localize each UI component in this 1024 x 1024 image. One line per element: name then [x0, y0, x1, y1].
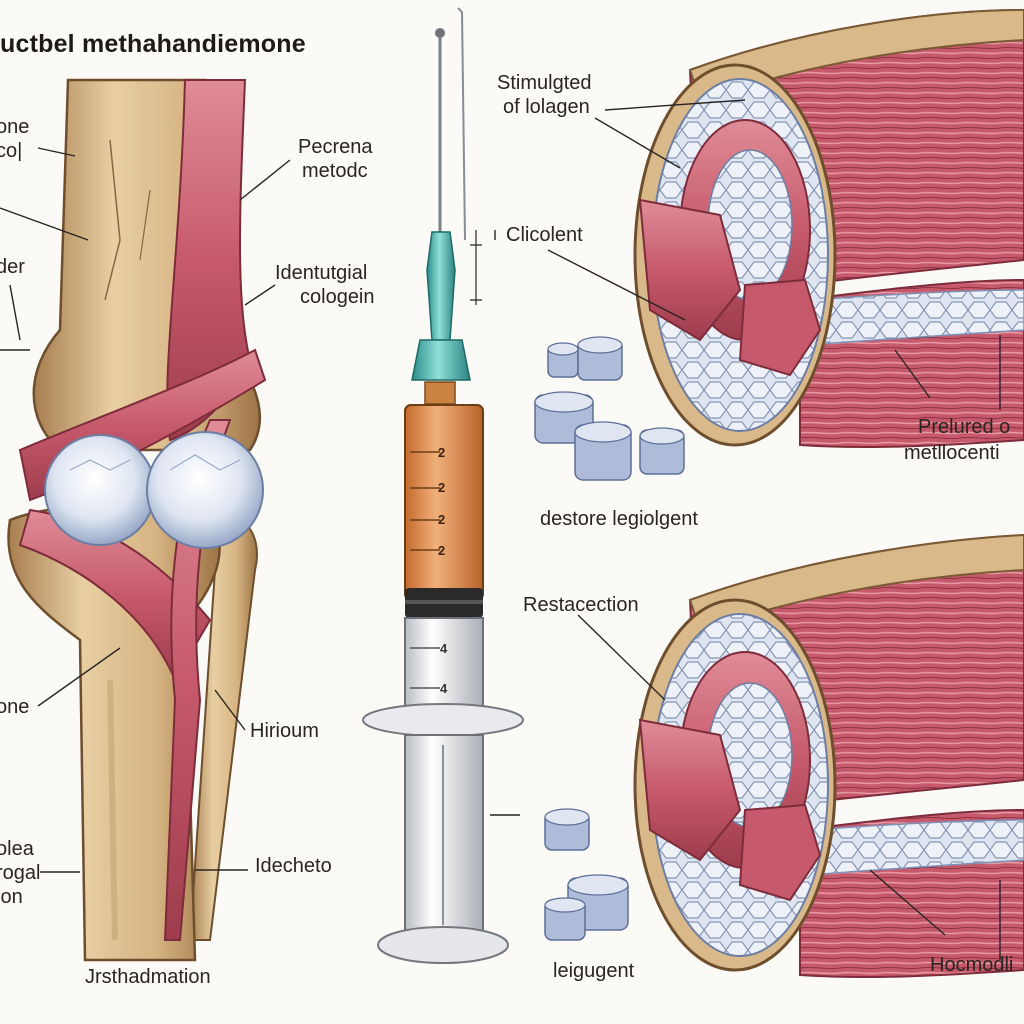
label-left-lower-2: rogal [0, 862, 41, 884]
label-left-lower-3: ion [0, 886, 23, 908]
tendon-cross-section-illustration [633, 8, 1024, 449]
label-left-lower-1: olea [0, 838, 34, 860]
label-left-mid: der [0, 256, 25, 278]
label-left-bottom: one [0, 696, 30, 718]
label-prelured-2: metllocenti [904, 442, 1000, 464]
label-hirioum: Hirioum [250, 720, 319, 742]
syringe-icon [362, 7, 524, 964]
right-leader-lines [490, 99, 1001, 960]
collagen-cube [544, 897, 586, 941]
collagen-cube-icon [534, 336, 685, 941]
label-left-top-1: one [0, 116, 30, 138]
collagen-cube [639, 427, 685, 475]
label-hocmodli: Hocmodli [930, 954, 1014, 976]
label-stimulgted-1: Stimulgted [497, 72, 592, 94]
cartilage-ball-left [44, 434, 156, 546]
page-title: uctbel methahandiemone [0, 30, 306, 58]
collagen-cube [547, 342, 579, 378]
label-idecheto: Idecheto [255, 855, 332, 877]
collagen-cube [574, 421, 632, 481]
syringe-mark-1: 2 [438, 445, 445, 460]
label-identutgial-1: Identutgial [275, 262, 368, 284]
label-pecrena-2: metodc [302, 160, 368, 182]
syringe-mark-4: 2 [438, 543, 445, 558]
label-prelured-1: Prelured o [918, 416, 1011, 438]
syringe-flange [362, 703, 524, 737]
needle-hub [426, 231, 456, 341]
plunger-thumb-rest [377, 926, 509, 964]
collagen-cube [544, 808, 590, 851]
syringe-barrel-mark-1: 4 [440, 641, 448, 656]
syringe-scale-marks: 2 2 2 2 4 4 [438, 445, 448, 696]
tendon-cross-section-illustration-2 [633, 533, 1024, 979]
syringe-mark-2: 2 [438, 480, 445, 495]
syringe-barrel [404, 404, 484, 601]
label-clicolent: Clicolent [506, 224, 583, 246]
knee-leader-lines [0, 147, 291, 873]
label-jrsthadmation: Jrsthadmation [85, 966, 211, 988]
label-pecrena-1: Pecrena [298, 136, 373, 158]
label-leigugent: leigugent [553, 960, 635, 982]
cartilage-ball-right [146, 431, 264, 549]
label-stimulgted-2: of lolagen [503, 96, 590, 118]
collagen-cube [577, 336, 623, 381]
syringe-mark-3: 2 [438, 512, 445, 527]
label-left-top-2: co| [0, 140, 23, 162]
label-restacection: Restacection [523, 594, 639, 616]
muscle-tendon [166, 79, 252, 442]
syringe-barrel-mark-2: 4 [440, 681, 448, 696]
label-destore: destore legiolgent [540, 508, 698, 530]
knee-joint-illustration [7, 78, 267, 962]
label-identutgial-2: cologein [300, 286, 375, 308]
